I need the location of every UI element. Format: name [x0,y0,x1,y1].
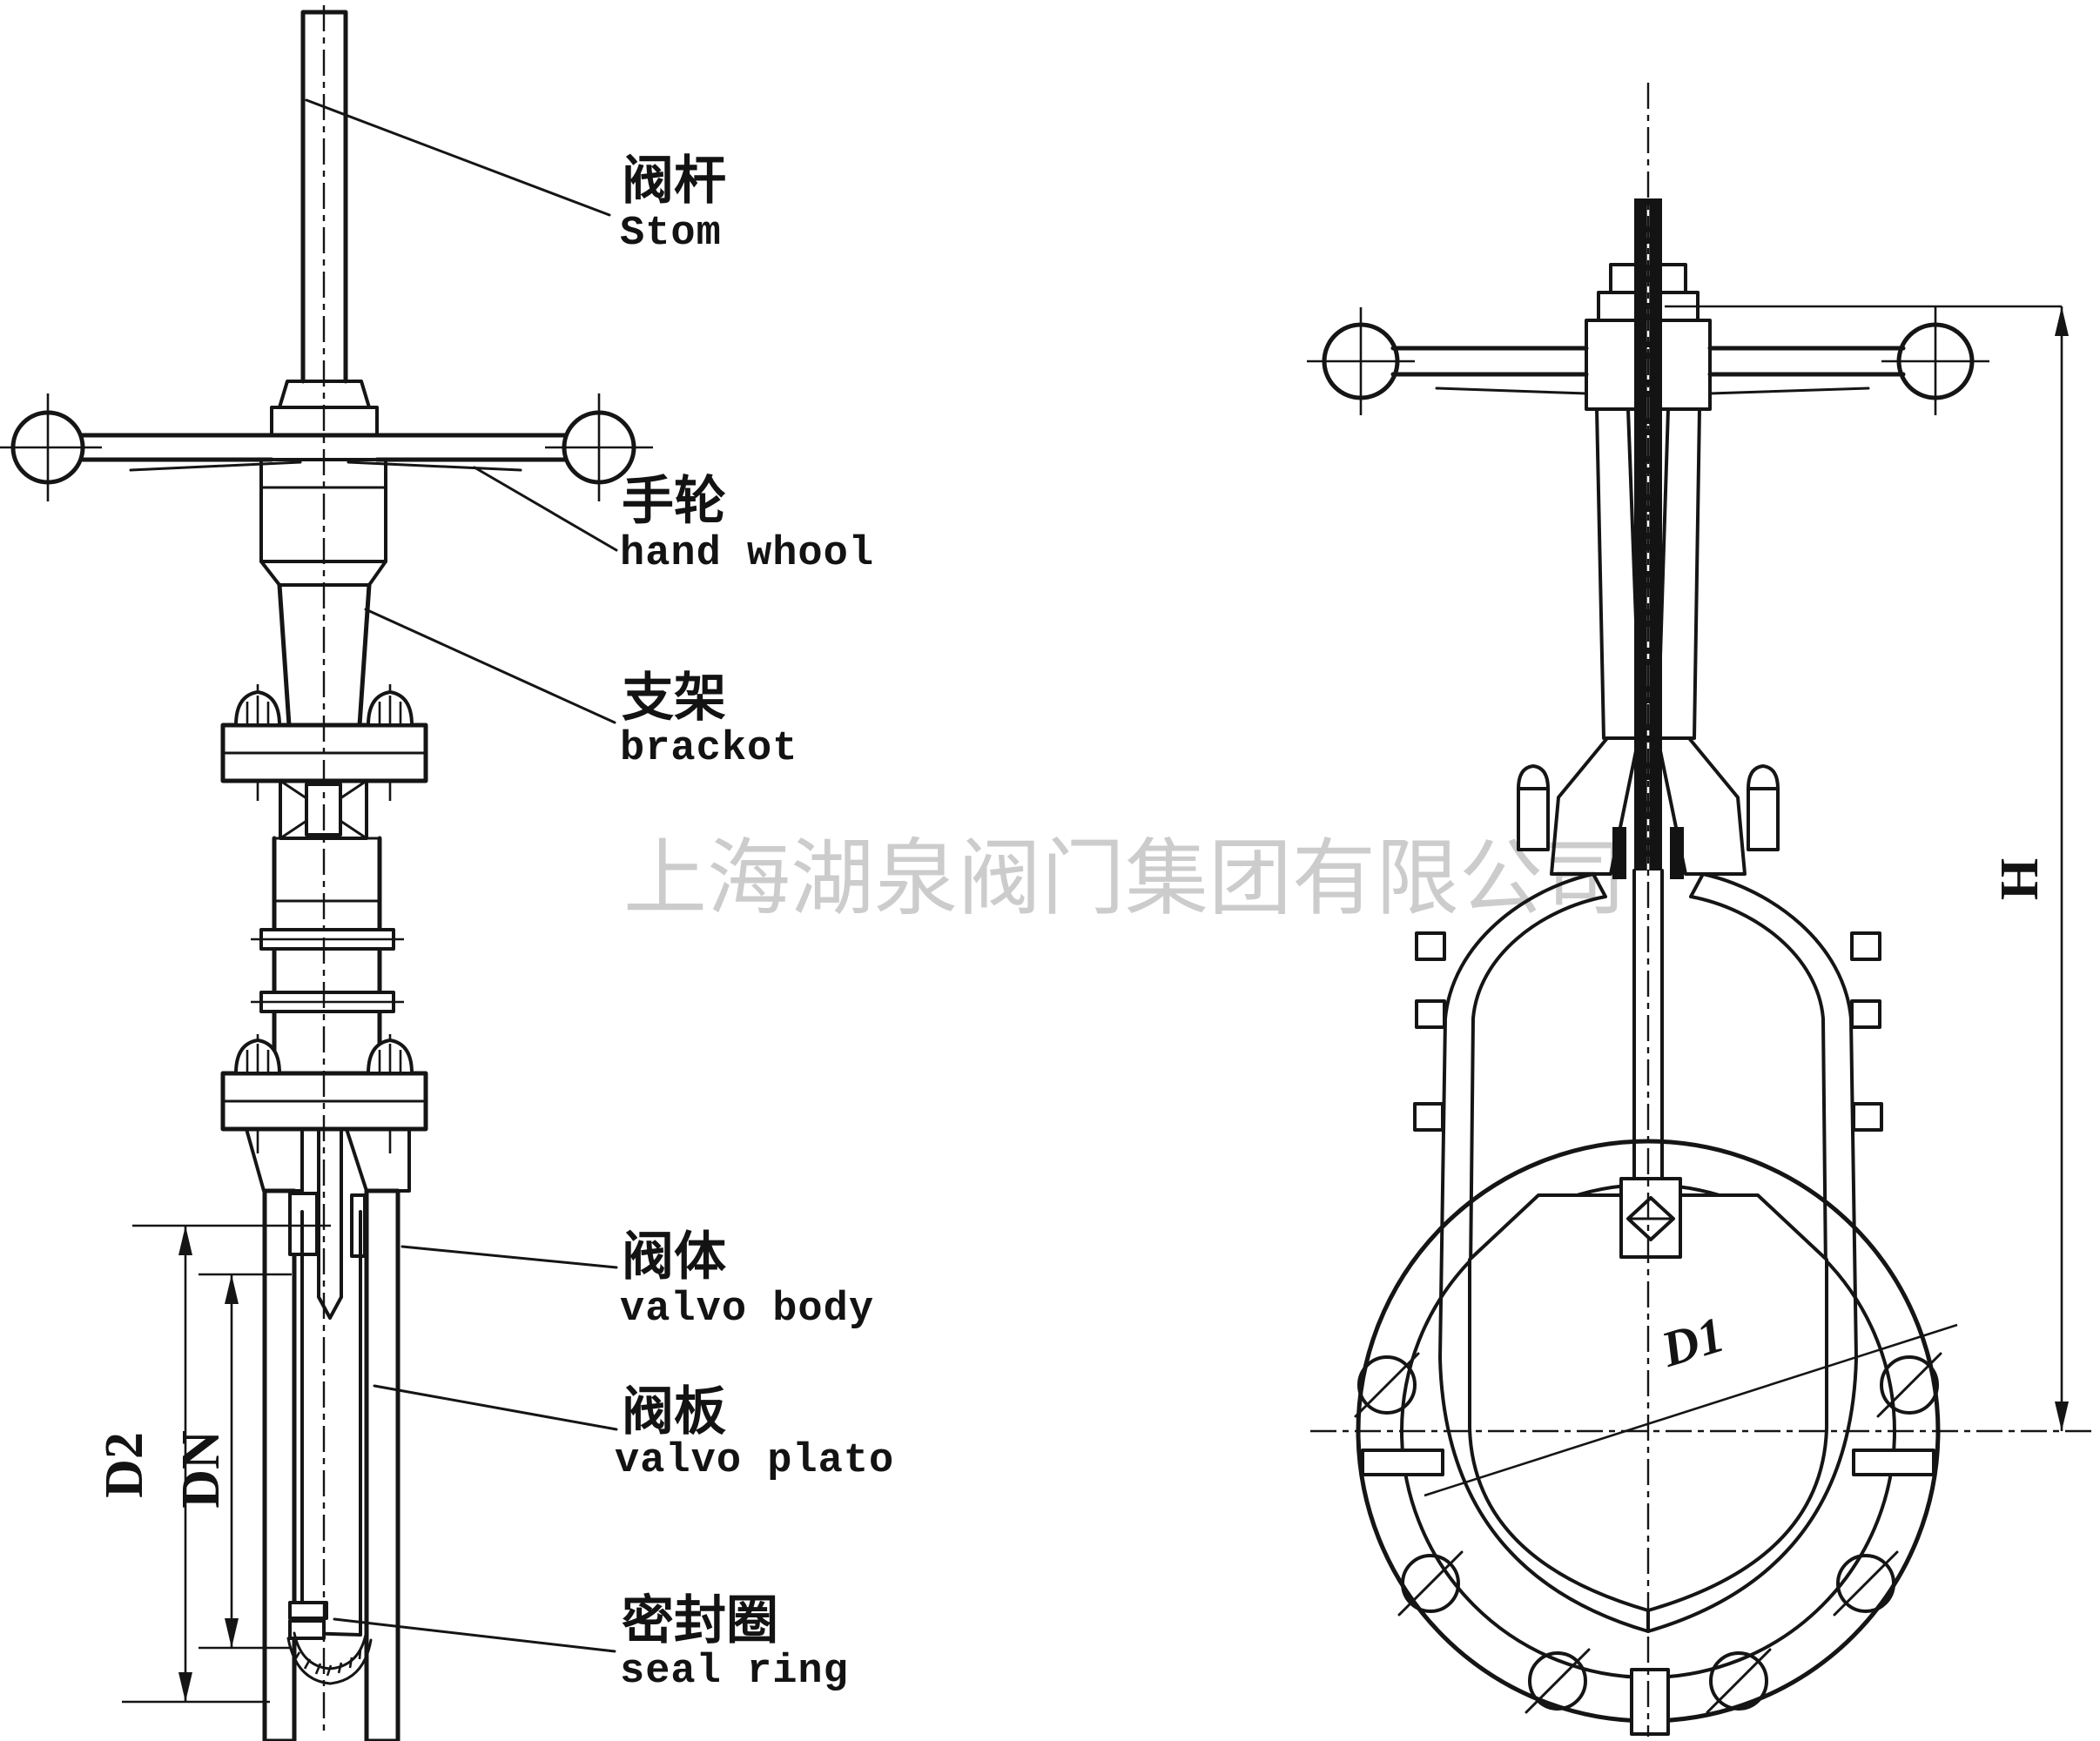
bolt-hole [1397,1550,1464,1617]
dimension-dn: DN [172,1273,292,1650]
bolt-hole [1706,1648,1772,1714]
label-hand-wheel-en: hand whool [620,531,874,577]
label-bracket-en: brackot [620,726,798,772]
right-view-side-section: H D1 [1307,83,2097,1737]
handwheel-ball-right [545,393,653,501]
seat-band [286,1631,373,1685]
yoke-column-right [1656,407,1701,740]
leader-lines [305,98,618,1653]
label-stem-en: Stom [620,211,722,257]
label-valve-body-zh: 阀体 [622,1227,726,1287]
gate-guide-right [350,1193,367,1258]
body-side-tabs [1413,931,1883,1132]
dimension-h: H [1665,305,2069,1431]
label-valve-plate-en: valvo plato [615,1438,894,1484]
yoke-column-left [1595,407,1642,740]
packing-left [1612,827,1626,879]
handwheel-ball-left [0,393,102,501]
flange-face-tab-left [1361,1449,1444,1476]
leader-valve-body [400,1245,618,1269]
bolt-hole [1354,1352,1420,1418]
flange-bolt-holes [1354,1352,1942,1714]
seal-ring-detail-upper [288,1601,328,1620]
label-hand-wheel-zh: 手轮 [622,471,726,532]
stem-lower-side [1632,869,1664,1180]
dimension-h-label: H [1990,858,2050,900]
handwheel-ball-right [1881,307,1989,415]
bonnet-lugs [1517,764,1780,851]
bottom-protrusion [1630,1668,1670,1736]
center-mark-diamond [1626,1196,1675,1241]
leader-stem [305,98,611,217]
label-valve-plate-zh: 阀板 [622,1381,726,1442]
leader-seal-ring [333,1617,616,1653]
valve-body-wall-right [364,1188,400,1741]
handwheel-rim-lines [129,460,522,472]
body-wall-right [1646,872,1858,1633]
gland-right [345,1127,411,1193]
yoke-column [272,779,382,1076]
dimension-d2-label: D2 [95,1432,154,1498]
leader-bracket [364,608,616,724]
gland-left [245,1127,304,1193]
stem-lower-tip [317,1127,343,1320]
label-bracket-zh: 支架 [622,668,726,729]
dimension-dn-label: DN [172,1430,231,1509]
label-valve-body-en: valvo body [620,1287,874,1333]
bolt-hole [1876,1352,1942,1418]
label-seal-ring-en: seal ring [620,1649,849,1695]
leader-hand-wheel [473,466,618,552]
tie-rod-upper [251,928,404,951]
handwheel-ball-left [1307,307,1415,415]
valve-body-wall-left [262,1188,297,1741]
flange-face-tab-right [1852,1449,1935,1476]
leader-valve-plate [373,1384,618,1431]
part-labels: 阀杆 Stom 手轮 hand whool 支架 brackot 阀体 valv… [615,151,894,1695]
label-stem-zh: 阀杆 [622,151,726,212]
dimension-d2: D2 [95,1224,331,1704]
packing-right [1670,827,1684,879]
left-view-front-section: D2 DN 阀杆 Stom 手轮 hand whool 支架 brackot 阀… [0,5,894,1741]
bolt-hole [1833,1550,1899,1617]
watermark-text: 上海湖泉阀门集团有限公司 [623,830,1626,927]
yoke-bracket [277,582,372,728]
handwheel-side [1307,307,1989,415]
lower-flange [220,1034,428,1153]
bolt-hole [1525,1648,1591,1714]
tie-rod-lower [251,991,404,1013]
gate-plate [300,1210,362,1637]
label-seal-ring-zh: 密封圈 [622,1590,778,1651]
